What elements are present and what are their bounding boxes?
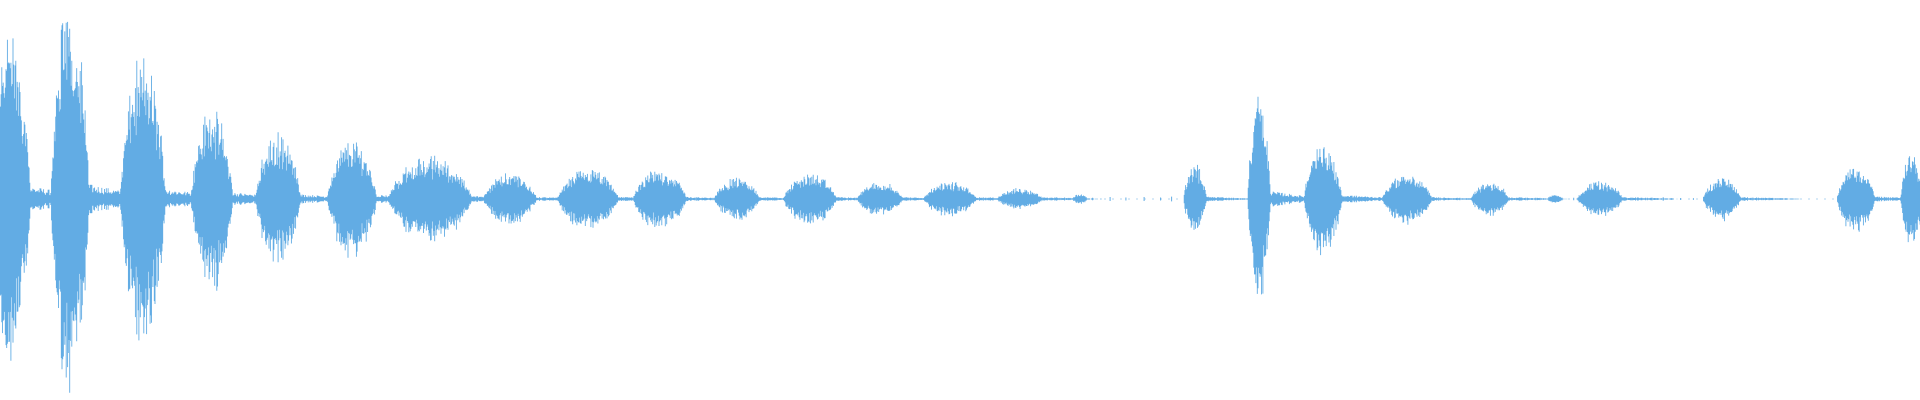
waveform-burst xyxy=(1703,178,1800,222)
waveform-burst-path xyxy=(1703,178,1800,222)
waveform-noise xyxy=(1049,196,1694,202)
waveform-burst-path xyxy=(1183,164,1254,230)
waveform-burst-path xyxy=(1382,176,1485,225)
waveform-burst-path xyxy=(1072,194,1088,204)
waveform-burst-path xyxy=(1547,195,1563,203)
waveform-burst xyxy=(1577,181,1678,216)
waveform-burst xyxy=(1183,164,1254,230)
waveform-burst xyxy=(1072,194,1088,204)
waveform-burst-path xyxy=(1900,156,1920,243)
waveform-burst xyxy=(1382,176,1485,225)
waveform-burst xyxy=(1900,156,1920,243)
waveform-burst-path xyxy=(1577,181,1678,216)
waveform-burst xyxy=(1547,195,1563,203)
